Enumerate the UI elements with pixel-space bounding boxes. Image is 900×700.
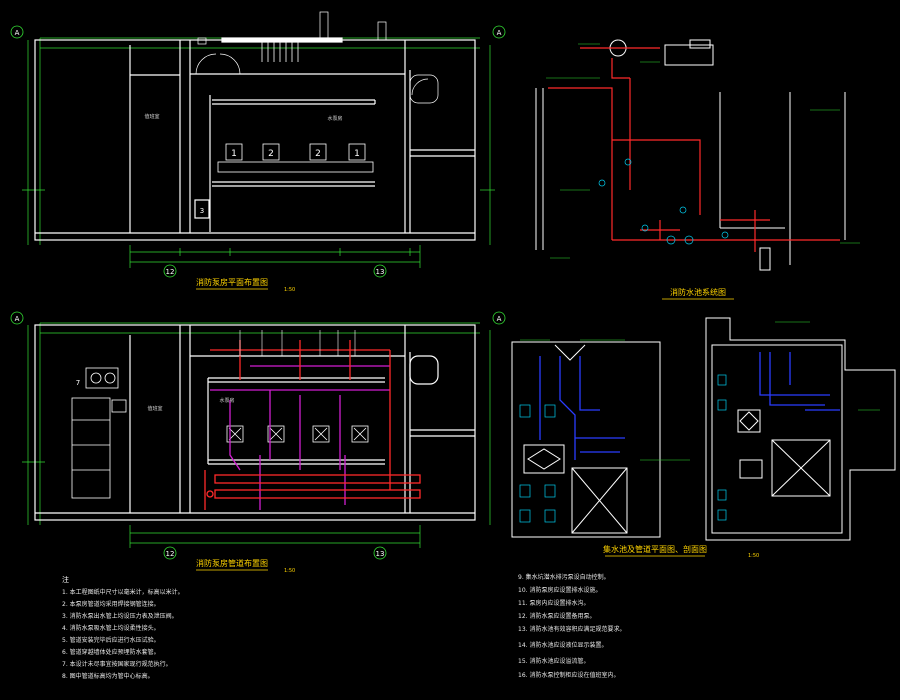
sump-pit-plan-and-section: 集水池及管道平面图、剖面图 1:50	[511, 317, 896, 559]
pump-room-label: 水泵房	[327, 115, 342, 122]
plan-upper-title: 消防泵房平面布置图	[196, 277, 268, 287]
grid-bubble-13: 13	[376, 268, 385, 276]
pool-plan-title: 集水池及管道平面图、剖面图	[603, 544, 707, 554]
plan-lower-scale: 1:50	[284, 568, 295, 574]
plan-lower-title: 消防泵房管道布置图	[196, 558, 268, 568]
pump-label-3: 2	[315, 149, 321, 159]
note-left-8: 8. 图中管道标高均为管中心标高。	[62, 672, 154, 680]
note-right-14: 14. 消防水池应设液位显示装置。	[518, 641, 607, 649]
note-right-13: 13. 消防水池有效容积应满足规范要求。	[518, 625, 625, 633]
note-left-5: 5. 管道安装完毕后应进行水压试验。	[62, 636, 160, 644]
pump-room-layout-plan: 1 2 2 1 3 值班室 水泵房 A A 12 13 消防泵房平面布置图 1:…	[10, 11, 506, 293]
fire-pool-system-diagram: 消防水池系统图	[535, 39, 860, 300]
general-notes: 注 1. 本工程图纸中尺寸以毫米计，标高以米计。 2. 本泵房管道均采用焊接钢管…	[62, 573, 625, 680]
pump-label-4: 1	[354, 149, 360, 159]
note-right-10: 10. 消防泵房应设置排水设施。	[518, 586, 601, 594]
note-left-4: 4. 消防水泵吸水管上均设柔性接头。	[62, 624, 160, 632]
note-right-9: 9. 集水坑潜水排污泵设自动控制。	[518, 573, 610, 581]
pump-number-labels: 1 2 2 1 3 值班室 水泵房	[144, 113, 359, 215]
plan-upper-scale: 1:50	[284, 287, 295, 293]
note-right-12: 12. 消防水泵应设置备用泵。	[518, 612, 595, 620]
item-3-label: 3	[200, 207, 204, 215]
pool-plan-scale: 1:50	[748, 553, 759, 559]
note-left-2: 2. 本泵房管道均采用焊接钢管连接。	[62, 600, 160, 608]
note-left-3: 3. 消防水泵出水管上均设压力表及泄压阀。	[62, 612, 178, 620]
grid-bubble-13-lower: 13	[376, 550, 385, 558]
grid-bubble-a-left: A	[15, 29, 20, 37]
note-right-16: 16. 消防水泵控制柜应设在值班室内。	[518, 671, 619, 679]
control-room-label: 值班室	[144, 113, 159, 120]
piping-control-room-label: 值班室	[147, 405, 162, 412]
note-left-6: 6. 管道穿越墙体处应预埋防水套管。	[62, 648, 160, 656]
pump-label-1: 1	[231, 149, 237, 159]
note-right-15: 15. 消防水池应设溢流管。	[518, 657, 589, 665]
note-left-1: 1. 本工程图纸中尺寸以毫米计，标高以米计。	[62, 588, 184, 596]
grid-bubble-a-left-lower: A	[15, 315, 20, 323]
piping-pump-room-label: 水泵房	[219, 397, 234, 404]
grid-bubble-a-right: A	[497, 29, 502, 37]
item-7-label: 7	[76, 379, 80, 387]
pump-room-piping-plan: 7	[10, 311, 506, 574]
grid-bubble-12-lower: 12	[166, 550, 175, 558]
system-title: 消防水池系统图	[670, 287, 726, 297]
note-right-11: 11. 泵房内应设置排水沟。	[518, 599, 589, 607]
note-left-7: 7. 本设计未尽事宜按国家现行规范执行。	[62, 660, 172, 668]
grid-bubble-a-right-lower: A	[497, 315, 502, 323]
grid-bubble-12: 12	[166, 268, 175, 276]
pump-label-2: 2	[268, 149, 274, 159]
notes-heading: 注	[62, 575, 69, 584]
